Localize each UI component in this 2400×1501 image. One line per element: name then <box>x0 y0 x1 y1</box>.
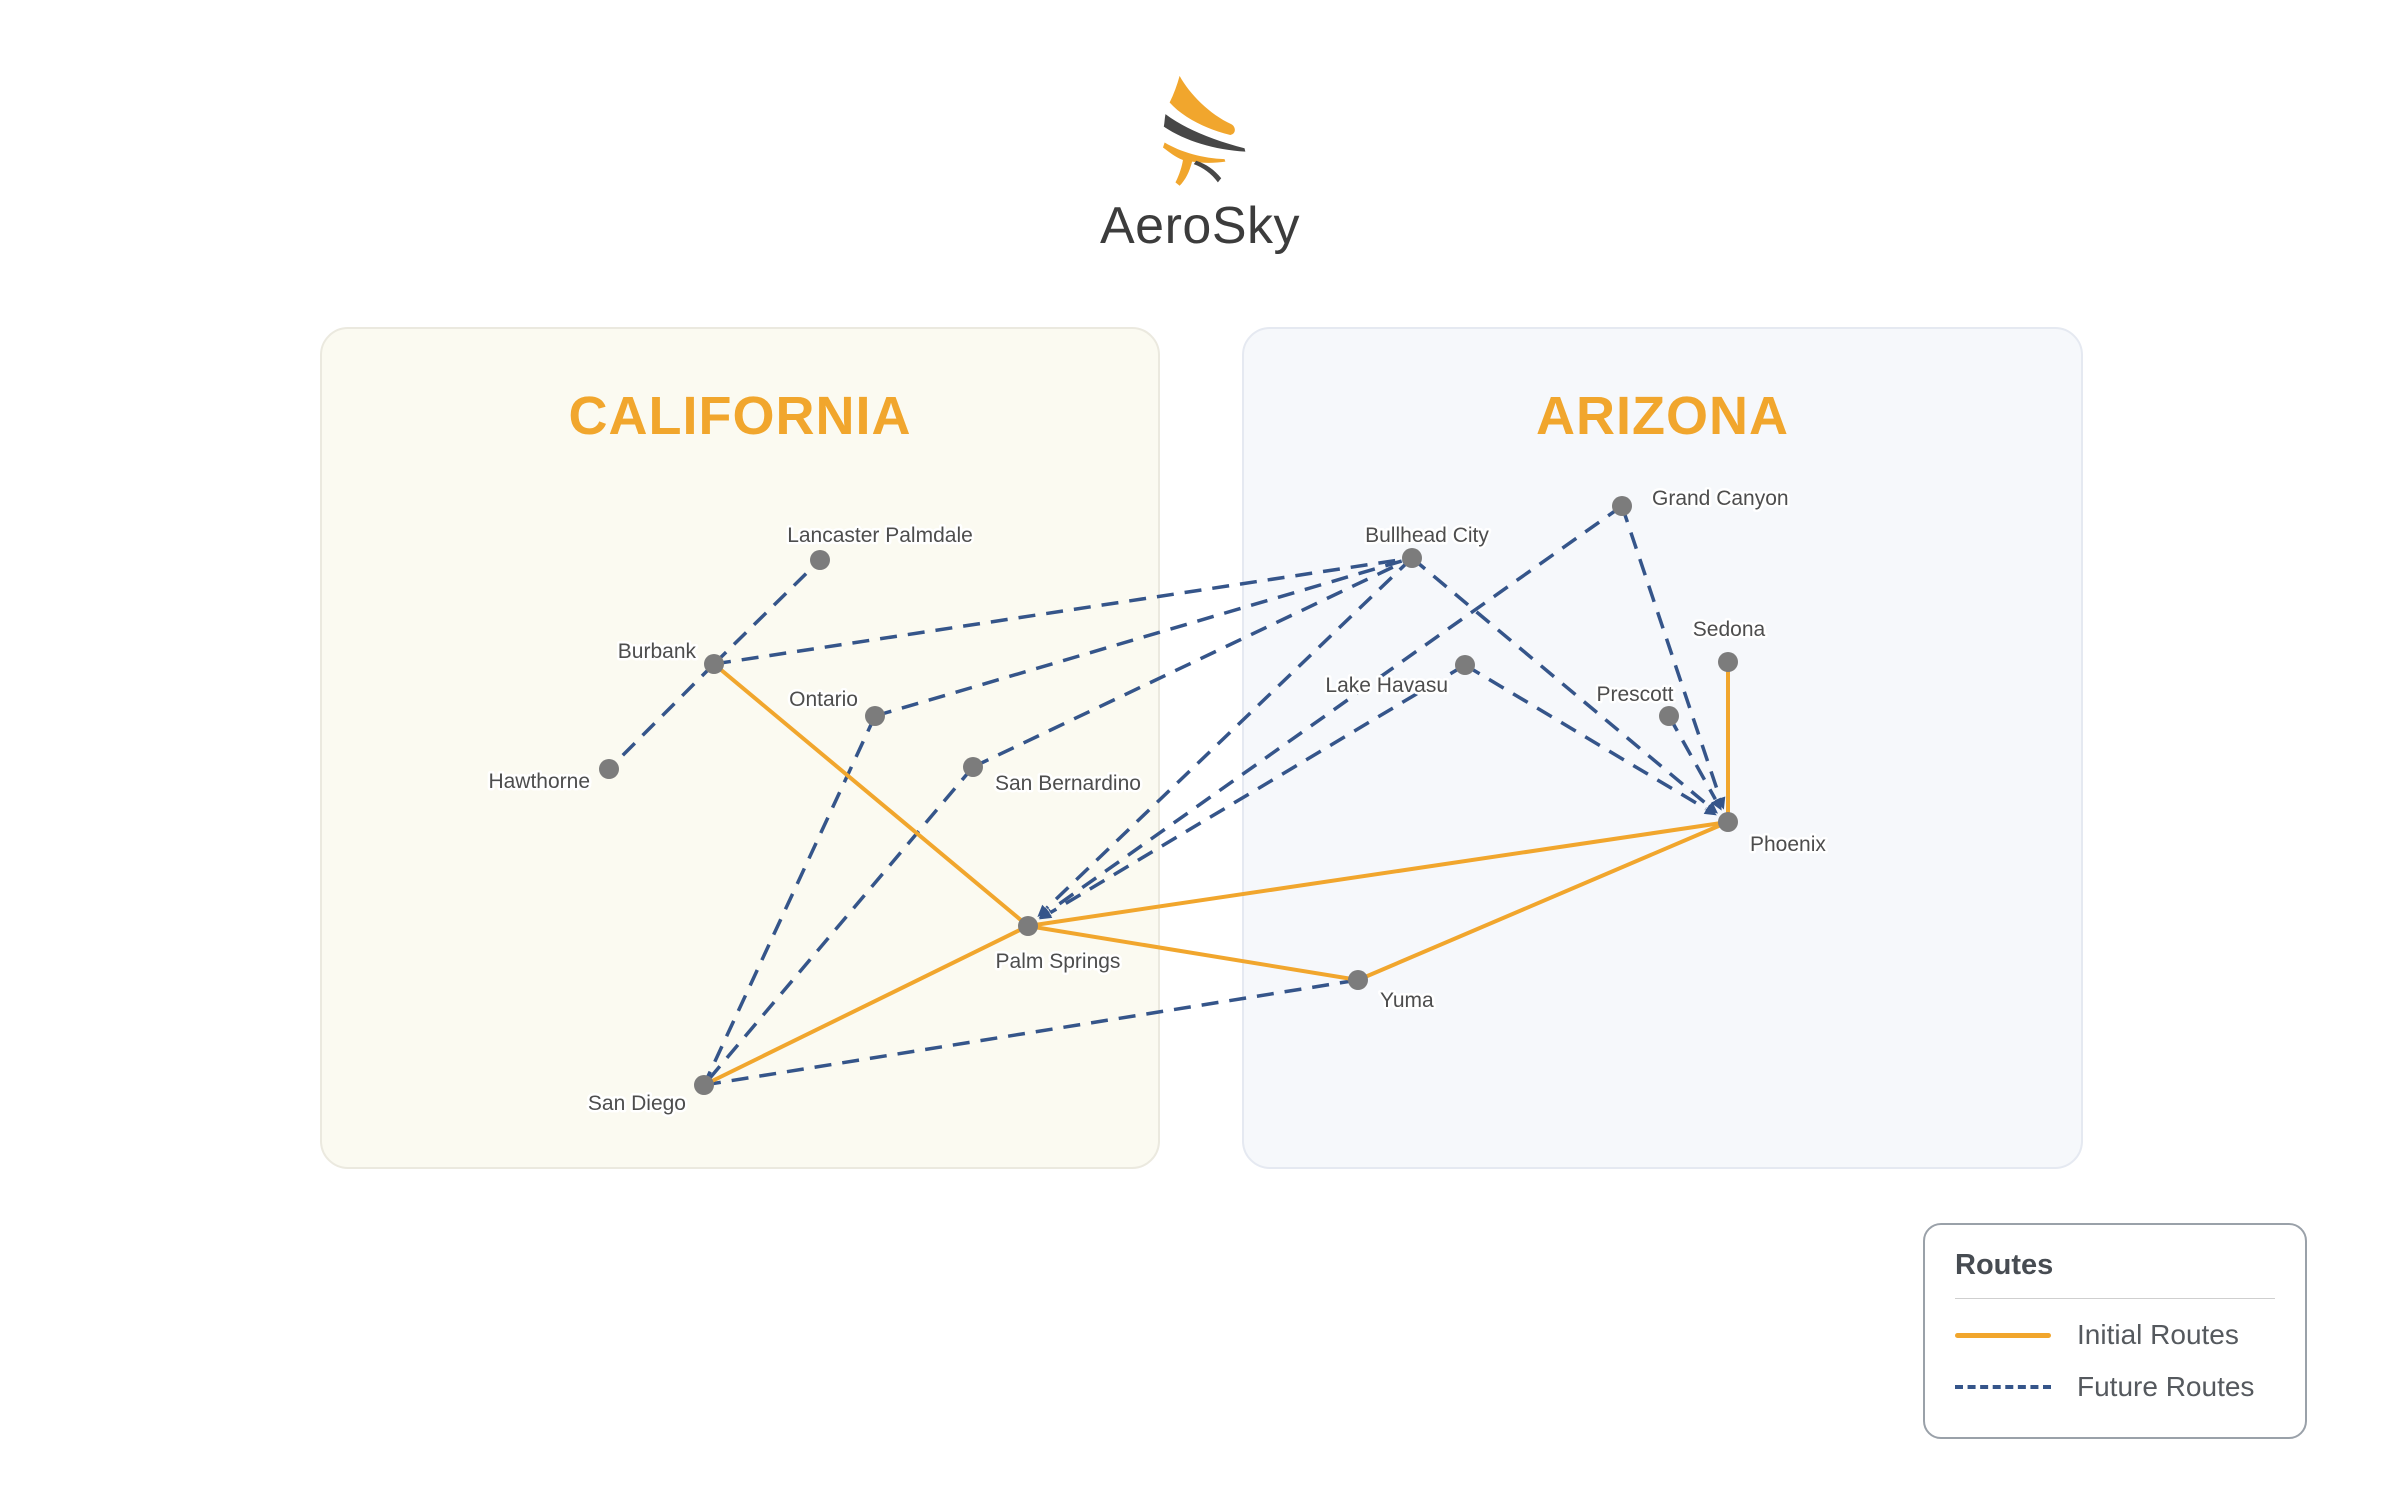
route-line-san-diego-yuma <box>703 978 1359 1087</box>
city-node-phoenix <box>1718 812 1738 832</box>
legend-label-initial: Initial Routes <box>2077 1319 2239 1350</box>
initial-routes-line-swatch <box>1955 1332 2051 1338</box>
brand-name: AeroSky <box>1099 197 1301 255</box>
city-label-hawthorne: Hawthorne <box>488 770 590 793</box>
route-arrow-lake-havasu-palm-springs <box>1039 908 1053 920</box>
city-node-sedona <box>1718 652 1738 672</box>
route-line-burbank-lancaster-palmdale <box>712 558 822 666</box>
city-node-san-bernardino <box>963 757 983 777</box>
city-label-lancaster-palmdale: Lancaster Palmdale <box>787 524 973 547</box>
city-node-yuma <box>1348 970 1368 990</box>
city-label-burbank: Burbank <box>618 640 697 663</box>
city-label-phoenix: Phoenix <box>1750 833 1826 856</box>
city-label-palm-springs: Palm Springs <box>996 950 1121 973</box>
route-arrow-lake-havasu-phoenix <box>1703 804 1717 816</box>
route-line-ontario-bullhead-city <box>874 556 1413 718</box>
legend-item-initial-routes: Initial Routes <box>1955 1319 2275 1351</box>
route-line-palm-springs-yuma <box>1027 924 1359 982</box>
california-panel: CALIFORNIA <box>320 327 1160 1169</box>
route-line-grand-canyon-palm-springs <box>1048 504 1624 913</box>
route-line-san-bernardino-san-diego <box>702 765 975 1087</box>
city-node-grand-canyon <box>1612 496 1632 516</box>
city-node-ontario <box>865 706 885 726</box>
city-node-lancaster-palmdale <box>810 550 830 570</box>
logo-swoosh-bottom <box>1162 142 1226 186</box>
future-routes-line-swatch <box>1955 1385 2051 1389</box>
route-line-burbank-hawthorne <box>607 662 716 771</box>
legend-label-future: Future Routes <box>2077 1371 2255 1402</box>
route-line-lake-havasu-palm-springs <box>1049 663 1466 915</box>
logo-swoosh-middle <box>1163 114 1246 152</box>
city-label-sedona: Sedona <box>1693 618 1766 641</box>
california-title: CALIFORNIA <box>568 386 912 446</box>
city-label-lake-havasu: Lake Havasu <box>1325 674 1448 697</box>
route-line-prescott-phoenix <box>1667 715 1717 801</box>
legend-title: Routes <box>1955 1249 2054 1281</box>
city-node-burbank <box>704 654 724 674</box>
routes-legend: Routes Initial Routes Future Routes <box>1923 1223 2307 1439</box>
aerosky-wing-logo <box>1162 75 1246 186</box>
city-node-san-diego <box>694 1075 714 1095</box>
logo-swoosh-top <box>1169 75 1235 135</box>
route-line-burbank-palm-springs <box>712 662 1030 928</box>
route-line-bullhead-city-phoenix <box>1410 556 1710 807</box>
city-label-san-bernardino: San Bernardino <box>995 772 1141 795</box>
arizona-panel: ARIZONA <box>1242 327 2083 1169</box>
route-line-palm-springs-phoenix <box>1027 820 1729 928</box>
logo-swoosh-tail <box>1193 160 1222 183</box>
legend-divider <box>1955 1298 2275 1299</box>
city-label-san-diego: San Diego <box>588 1092 686 1115</box>
city-node-lake-havasu <box>1455 655 1475 675</box>
route-line-grand-canyon-phoenix <box>1620 505 1722 798</box>
city-node-prescott <box>1659 706 1679 726</box>
route-line-yuma-phoenix <box>1357 820 1729 982</box>
route-line-lake-havasu-phoenix <box>1464 663 1707 811</box>
route-line-burbank-bullhead-city <box>713 556 1413 666</box>
city-node-palm-springs <box>1018 916 1038 936</box>
city-node-hawthorne <box>599 759 619 779</box>
city-label-bullhead-city: Bullhead City <box>1365 524 1489 547</box>
route-line-san-diego-palm-springs <box>703 924 1029 1087</box>
city-label-grand-canyon: Grand Canyon <box>1652 487 1789 510</box>
city-label-prescott: Prescott <box>1596 683 1673 706</box>
city-label-ontario: Ontario <box>789 688 858 711</box>
route-line-ontario-san-diego <box>702 715 877 1086</box>
city-node-bullhead-city <box>1402 548 1422 568</box>
arizona-title: ARIZONA <box>1536 386 1789 446</box>
brand-block: AeroSky <box>0 62 2400 256</box>
route-line-bullhead-city-palm-springs <box>1045 556 1414 910</box>
route-line-san-bernardino-bullhead-city <box>972 556 1413 769</box>
city-label-yuma: Yuma <box>1380 989 1434 1012</box>
legend-item-future-routes: Future Routes <box>1955 1371 2275 1403</box>
route-arrow-prescott-phoenix <box>1711 797 1722 811</box>
